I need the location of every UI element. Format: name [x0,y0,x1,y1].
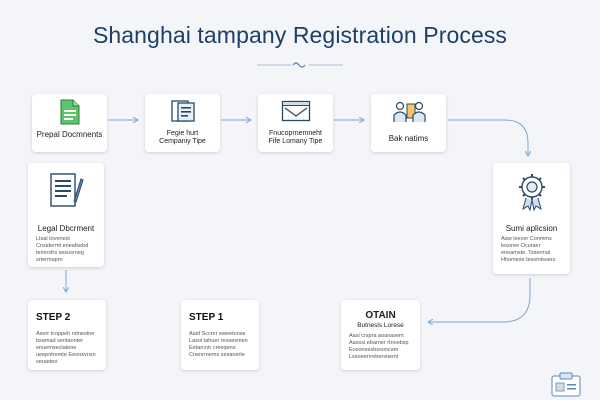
envelope-icon [281,100,311,122]
card-legal-document[interactable]: Legal Dbcrment Ltsal tovenest Cnsidermt … [28,163,104,267]
page-title: Shanghai tampany Registration Process [92,22,508,48]
title-divider [257,62,343,68]
card-label: Sumi aplicsion [505,224,558,233]
card-label: Bak natims [388,134,429,143]
forms-icon [171,100,195,122]
arrow-bank-to-submit [448,119,528,156]
gear-award-icon [519,174,545,211]
card-register-type[interactable]: Fegie hurt Cempaniy Tipe [145,94,220,152]
card-bank[interactable]: Bak natims [371,94,446,152]
card-label: Legal Dbcrment [37,224,95,233]
card-label-line2: Cempaniy Tipe [159,138,206,145]
card-description: Aaid Sccrer eweetonse Lasol tahuer resse… [189,331,248,358]
card-description: Aaw leecer Conmms lesoree Ocuraer eneams… [501,236,556,263]
card-label-line1: Fnucoprnemneht [269,130,322,137]
card-description: Aserr tcoppeh rstnestne bsamad sentaonte… [36,331,96,365]
step-number: STEP 1 [189,312,224,323]
step-number: STEP 2 [36,312,71,323]
card-submit-application[interactable]: Sumi aplicsion Aaw leecer Conmms lesoree… [493,163,570,274]
card-company-type[interactable]: Fnucoprnemneht Fife Lomany Tipe [258,94,333,152]
card-label-line1: Fegie hurt [166,130,199,137]
card-description: Ltsal tovenest Cnsidermt eneafsebd temos… [36,236,89,263]
corner-badge-icon [551,372,581,397]
card-obtain-license[interactable]: OTAIN Butnesls Lorese Aasi crspra aoanas… [341,300,420,370]
card-description: Aasi crspra aoanasem Aasssi ebarner rtno… [349,333,409,360]
legal-document-icon [50,173,84,207]
card-prepare-documents[interactable]: Prepal Docmnents [32,94,107,152]
card-label: Prepal Docmnents [36,130,103,139]
card-step-1[interactable]: STEP 1 Aaid Sccrer eweetonse Lasol tahue… [181,300,259,370]
bank-people-icon [393,101,426,122]
document-icon [60,99,80,125]
card-sublabel: Butnesls Lorese [357,322,404,329]
card-label: OTAIN [365,310,396,321]
arrow-submit-to-license [428,278,531,322]
card-label-line2: Fife Lomany Tipe [268,138,323,145]
card-step-2[interactable]: STEP 2 Aserr tcoppeh rstnestne bsamad se… [28,300,106,370]
